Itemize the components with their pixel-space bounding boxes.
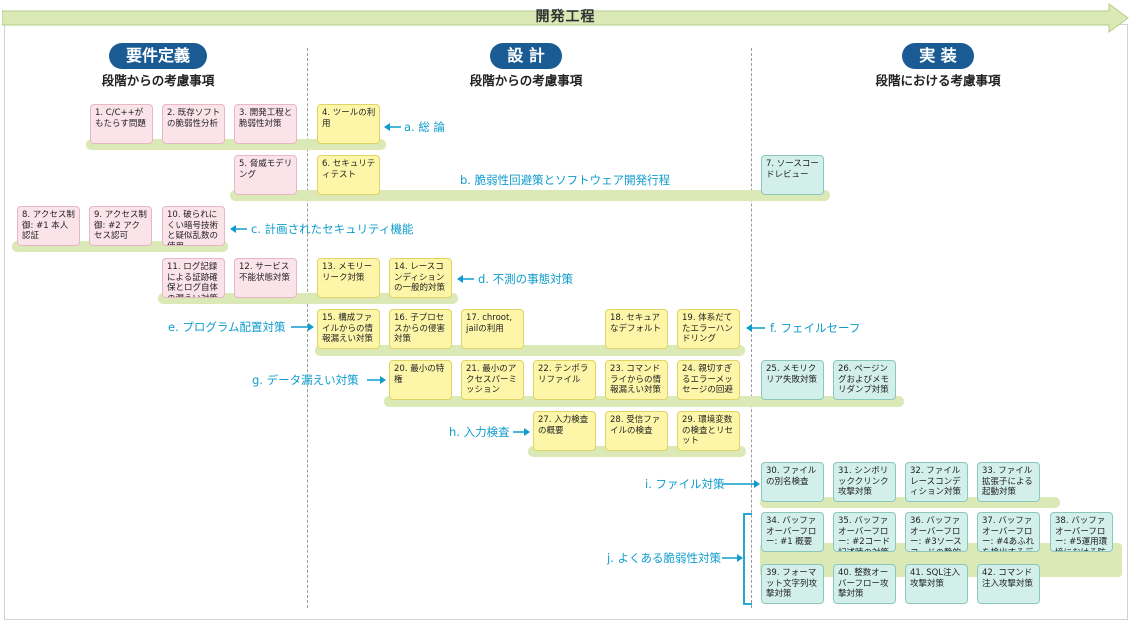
arrow-right-icon	[723, 480, 760, 488]
item-40: 40. 整数オーバーフロー攻撃対策	[833, 564, 896, 604]
band-i	[760, 497, 1060, 508]
item-14: 14. レースコンディションの一般的対策	[389, 258, 452, 298]
phase-requirements: 要件定義	[109, 43, 207, 69]
category-j-label: j. よくある脆弱性対策	[607, 551, 722, 565]
category-a-label: a. 総 論	[404, 120, 446, 134]
item-10: 10. 破られにくい暗号技術と疑似乱数の使用	[162, 206, 225, 246]
item-20: 20. 最小の特権	[389, 360, 452, 400]
item-22: 22. テンポラリファイル	[533, 360, 596, 400]
band-e-f	[315, 345, 745, 356]
item-39: 39. フォーマット文字列攻撃対策	[761, 564, 824, 604]
item-31: 31. シンボリッククリンク攻撃対策	[833, 462, 896, 502]
item-37: 37. バッファオーバーフロー: #4あふれを検出するデバッグ	[977, 512, 1040, 552]
category-b-label: b. 脆弱性回避策とソフトウェア開発行程	[460, 173, 671, 187]
item-17: 17. chroot, jailの利用	[461, 309, 524, 349]
item-6: 6. セキュリティテスト	[317, 155, 380, 195]
process-title: 開発工程	[535, 9, 596, 25]
arrow-right-icon	[367, 376, 386, 384]
item-29: 29. 環境変数の検査とリセット	[677, 411, 740, 451]
item-26: 26. ページングおよびメモリダンプ対策	[833, 360, 896, 400]
category-c-label: c. 計画されたセキュリティ機能	[251, 222, 414, 236]
item-27: 27. 入力検査の概要	[533, 411, 596, 451]
item-16: 16. 子プロセスからの侵害対策	[389, 309, 452, 349]
item-28: 28. 受信ファイルの検査	[605, 411, 668, 451]
phase-design-sub: 段階からの考慮事項	[469, 73, 583, 88]
item-36: 36. バッファオーバーフロー: #3ソースコードの静的検査	[905, 512, 968, 552]
item-1: 1. C/C++がもたらす問題	[90, 104, 153, 144]
item-23: 23. コマンドライからの情報漏えい対策	[605, 360, 668, 400]
bracket-arrow-icon	[722, 513, 752, 605]
item-21: 21. 最小のアクセスパーミッション	[461, 360, 524, 400]
item-3: 3. 開発工程と脆弱性対策	[234, 104, 297, 144]
item-12: 12. サービス不能状態対策	[234, 258, 297, 298]
category-h-label: h. 入力検査	[449, 425, 510, 439]
category-e-label: e. プログラム配置対策	[168, 320, 286, 334]
category-d-label: d. 不測の事態対策	[478, 272, 574, 286]
band-c	[12, 241, 228, 252]
arrow-left-icon	[384, 123, 401, 131]
item-30: 30. ファイルの別名検査	[761, 462, 824, 502]
item-4: 4. ツールの利用	[317, 104, 380, 144]
item-41: 41. SQL注入攻撃対策	[905, 564, 968, 604]
band-b	[230, 190, 830, 201]
item-2: 2. 既存ソフトの脆弱性分析	[162, 104, 225, 144]
band-h	[528, 446, 746, 457]
item-5: 5. 脅威モデリング	[234, 155, 297, 195]
item-35: 35. バッファオーバーフロー: #2コード記述時の対策	[833, 512, 896, 552]
item-19: 19. 体系だてたエラーハンドリング	[677, 309, 740, 349]
item-33: 33. ファイル拡張子による起動対策	[977, 462, 1040, 502]
item-34: 34. バッファオーバーフロー: #1 概要	[761, 512, 824, 552]
item-38: 38. バッファオーバーフロー: #5運用環境における防御	[1050, 512, 1113, 552]
item-8: 8. アクセス制御: #1 本人認証	[17, 206, 80, 246]
item-7: 7. ソースコードレビュー	[761, 155, 824, 195]
item-32: 32. ファイルレースコンディション対策	[905, 462, 968, 502]
category-g-label: g. データ漏えい対策	[252, 373, 359, 387]
item-13: 13. メモリーリーク対策	[317, 258, 380, 298]
arrow-left-icon	[746, 324, 765, 332]
category-i-label: i. ファイル対策	[645, 477, 725, 491]
process-arrow	[2, 3, 1129, 33]
arrow-left-icon	[230, 225, 247, 233]
item-9: 9. アクセス制御: #2 アクセス認可	[89, 206, 152, 246]
band-d	[158, 293, 458, 304]
item-42: 42. コマンド注入攻撃対策	[977, 564, 1040, 604]
item-15: 15. 構成ファイルからの情報漏えい対策	[317, 309, 380, 349]
phase-implementation-sub: 段階における考慮事項	[875, 73, 1001, 88]
item-24: 24. 親切すぎるエラーメッセージの回避	[677, 360, 740, 400]
item-18: 18. セキュアなデフォルト	[605, 309, 668, 349]
band-g	[384, 396, 904, 407]
band-a	[86, 139, 386, 150]
phase-requirements-sub: 段階からの考慮事項	[101, 73, 215, 88]
phase-design: 設 計	[490, 43, 562, 69]
item-11: 11. ログ記録による証跡確保とログ自体の漏えい対策	[162, 258, 225, 298]
item-25: 25. メモリクリア失敗対策	[761, 360, 824, 400]
phase-implementation: 実 装	[902, 43, 974, 69]
phase-divider	[307, 48, 308, 608]
arrow-left-icon	[457, 275, 474, 283]
category-f-label: f. フェイルセーフ	[770, 321, 861, 335]
arrow-right-icon	[291, 323, 314, 331]
arrow-right-icon	[513, 428, 530, 436]
